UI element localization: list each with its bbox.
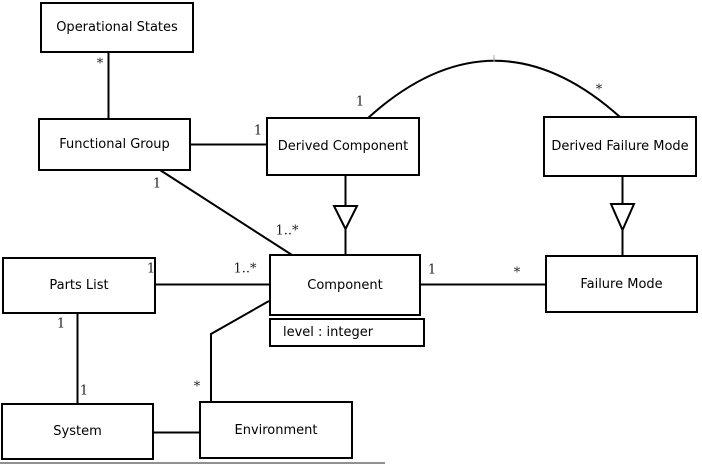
generalization-arrowhead-icon <box>332 205 359 232</box>
class-box-derived-component: Derived Component <box>266 117 420 176</box>
class-name-label: Component <box>307 277 383 293</box>
attribute-label: level : integer <box>283 325 374 340</box>
generalization-derived-failure-mode-failure-mode <box>609 176 636 256</box>
multiplicity-label-parts-list-end-to-system: 1 <box>56 316 66 332</box>
class-name-label: Derived Component <box>277 139 409 154</box>
multiplicity-label-component-end-from-functional-group: 1..* <box>275 223 299 239</box>
association-arc-derived-component-derived-failure-mode <box>367 59 621 119</box>
class-name-label: System <box>53 424 102 439</box>
class-name-label: Environment <box>234 422 318 438</box>
class-box-component: Component <box>269 254 421 316</box>
class-name-label: Failure Mode <box>580 276 663 292</box>
multiplicity-label-environment-end-to-component: * <box>193 379 201 395</box>
canvas-bottom-edge <box>0 462 385 464</box>
multiplicity-label-component-end-to-failure-mode: 1 <box>427 262 437 278</box>
association-functional-group-component <box>159 169 293 256</box>
multiplicity-label-derived-component-end-arc: 1 <box>355 94 365 110</box>
class-name-label: Functional Group <box>59 137 170 152</box>
multiplicity-label-derived-component-end-from-functional-group: 1 <box>253 123 263 139</box>
class-name-label: Derived Failure Mode <box>551 139 689 154</box>
class-box-parts-list: Parts List <box>2 257 156 314</box>
class-name-label: Operational States <box>56 20 178 35</box>
class-box-failure-mode: Failure Mode <box>545 255 698 313</box>
multiplicity-label-parts-list-end-to-component: 1 <box>146 261 156 277</box>
multiplicity-label-functional-group-end-to-component: 1 <box>152 176 162 192</box>
multiplicity-label-system-end-from-parts-list: 1 <box>79 383 89 399</box>
class-box-derived-failure-mode: Derived Failure Mode <box>543 116 697 177</box>
generalization-derived-component-component <box>332 175 359 255</box>
class-name-label: Parts List <box>49 278 109 293</box>
multiplicity-label-operational-states-end: * <box>96 56 104 72</box>
association-environment-component <box>210 300 270 402</box>
class-box-system: System <box>1 403 154 460</box>
class-box-functional-group: Functional Group <box>38 118 191 171</box>
class-attribute-compartment-component: level : integer <box>269 318 425 347</box>
class-box-environment: Environment <box>199 401 353 459</box>
class-box-operational-states: Operational States <box>40 2 194 53</box>
multiplicity-label-failure-mode-end: * <box>513 265 521 281</box>
multiplicity-label-derived-failure-mode-end-arc: * <box>595 82 603 98</box>
generalization-arrowhead-icon <box>609 203 636 233</box>
multiplicity-label-component-end-from-parts-list: 1..* <box>233 261 257 277</box>
